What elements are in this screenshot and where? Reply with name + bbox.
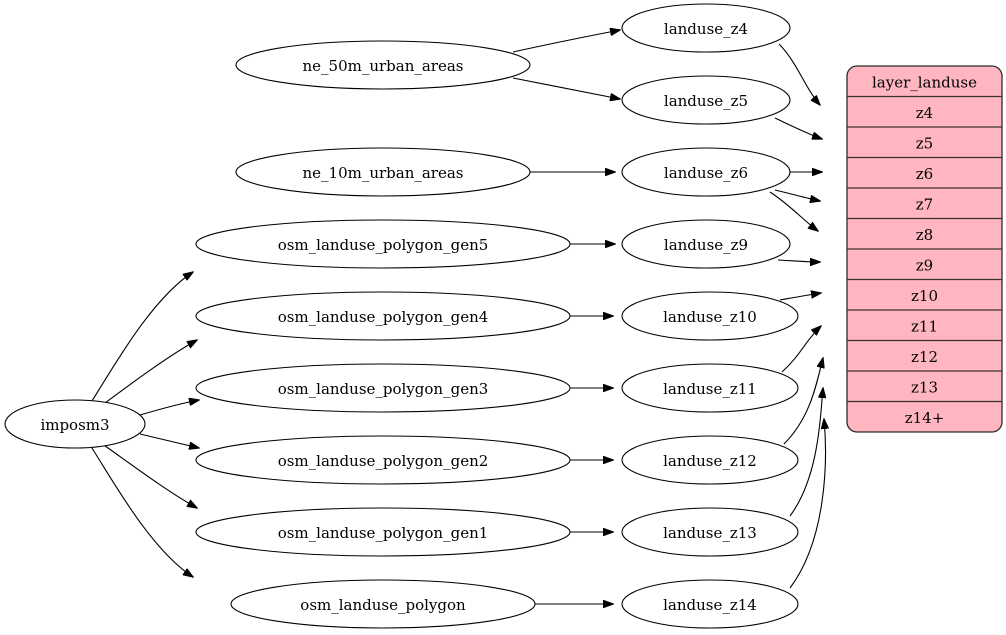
node-label: osm_landuse_polygon: [300, 596, 466, 614]
node-label: landuse_z11: [663, 380, 757, 398]
node-landuse_z10[interactable]: landuse_z10: [621, 291, 799, 341]
table-row-z12[interactable]: z12: [911, 348, 938, 366]
table-row-label: z6: [916, 165, 933, 183]
node-shape: [621, 435, 799, 485]
table-row-z6[interactable]: z6: [916, 165, 933, 183]
table-row-label: z10: [911, 287, 938, 305]
edge-landuse_z6-to-z8: [769, 191, 818, 231]
edge-imposm3-to-osm_landuse_polygon_gen1: [100, 442, 197, 508]
node-landuse_z6[interactable]: landuse_z6: [621, 147, 791, 197]
edge-ne_50m_urban_areas-to-landuse_z4: [512, 30, 620, 53]
layer-landuse-table[interactable]: layer_landuse z4 z5 z6 z7 z8 z9 z10 z11 z12 z13 z14…: [846, 65, 1003, 433]
node-shape: [621, 363, 799, 413]
node-shape: [230, 579, 536, 629]
table-header-label: layer_landuse: [872, 73, 977, 91]
node-ne_10m_urban_areas[interactable]: ne_10m_urban_areas: [235, 147, 531, 197]
nodes-group: imposm3 ne_50m_urban_areas ne_10m_urban_ar…: [4, 3, 799, 629]
edge-ne_50m_urban_areas-to-landuse_z5: [512, 77, 620, 99]
node-shape: [621, 75, 791, 125]
edge-imposm3-to-osm_landuse_polygon_gen2: [139, 433, 199, 448]
node-shape: [621, 219, 791, 269]
node-landuse_z5[interactable]: landuse_z5: [621, 75, 791, 125]
table-row-z7[interactable]: z7: [916, 195, 933, 213]
node-shape: [621, 507, 799, 557]
edge-landuse_z11-to-z11: [781, 326, 821, 373]
node-landuse_z14[interactable]: landuse_z14: [621, 579, 799, 629]
node-shape: [621, 147, 791, 197]
edge-landuse_z14-to-z14: [789, 419, 825, 589]
edge-landuse_z9-to-z9: [777, 260, 820, 262]
node-shape: [621, 291, 799, 341]
node-osm_landuse_polygon_gen4[interactable]: osm_landuse_polygon_gen4: [195, 291, 571, 341]
table-row-z13[interactable]: z13: [911, 378, 938, 396]
edge-imposm3-to-osm_landuse_polygon_gen5: [89, 272, 193, 405]
table-row-z8[interactable]: z8: [916, 226, 933, 244]
node-osm_landuse_polygon_gen1[interactable]: osm_landuse_polygon_gen1: [195, 507, 571, 557]
edge-imposm3-to-osm_landuse_polygon_gen3: [139, 400, 199, 416]
table-row-label: z14+: [905, 409, 945, 427]
node-osm_landuse_polygon[interactable]: osm_landuse_polygon: [230, 579, 536, 629]
node-shape: [195, 291, 571, 341]
node-landuse_z4[interactable]: landuse_z4: [621, 3, 791, 53]
node-label: landuse_z10: [663, 308, 757, 326]
node-osm_landuse_polygon_gen3[interactable]: osm_landuse_polygon_gen3: [195, 363, 571, 413]
edge-landuse_z4-to-z4: [778, 43, 820, 105]
node-shape: [621, 579, 799, 629]
table-row-label: z13: [911, 378, 938, 396]
node-label: landuse_z9: [664, 236, 748, 254]
node-landuse_z12[interactable]: landuse_z12: [621, 435, 799, 485]
node-label: landuse_z13: [663, 524, 757, 542]
node-label: osm_landuse_polygon_gen5: [278, 236, 489, 254]
table-row-label: z5: [916, 134, 933, 152]
edge-landuse_z12-to-z12: [783, 358, 823, 445]
node-shape: [195, 435, 571, 485]
node-landuse_z13[interactable]: landuse_z13: [621, 507, 799, 557]
node-label: landuse_z4: [664, 20, 748, 38]
node-label: landuse_z14: [663, 596, 757, 614]
node-label: landuse_z12: [663, 452, 757, 470]
node-shape: [621, 3, 791, 53]
node-label: osm_landuse_polygon_gen2: [278, 452, 489, 470]
node-label: ne_50m_urban_areas: [302, 57, 463, 75]
table-row-z9[interactable]: z9: [916, 256, 933, 274]
node-shape: [195, 219, 571, 269]
node-shape: [235, 147, 531, 197]
node-label: landuse_z5: [664, 92, 748, 110]
edges-group: [89, 30, 825, 604]
node-osm_landuse_polygon_gen5[interactable]: osm_landuse_polygon_gen5: [195, 219, 571, 269]
node-label: osm_landuse_polygon_gen3: [278, 380, 489, 398]
node-landuse_z11[interactable]: landuse_z11: [621, 363, 799, 413]
table-row-label: z4: [916, 104, 933, 122]
table-row-label: z9: [916, 256, 933, 274]
table-row-label: z7: [916, 195, 933, 213]
table-row-z14[interactable]: z14+: [905, 409, 945, 427]
node-ne_50m_urban_areas[interactable]: ne_50m_urban_areas: [235, 40, 531, 90]
node-shape: [235, 40, 531, 90]
edge-landuse_z13-to-z13: [789, 388, 823, 517]
table-row-z5[interactable]: z5: [916, 134, 933, 152]
table-row-z4[interactable]: z4: [916, 104, 933, 122]
table-row-label: z11: [911, 317, 938, 335]
table-row-z10[interactable]: z10: [911, 287, 938, 305]
node-osm_landuse_polygon_gen2[interactable]: osm_landuse_polygon_gen2: [195, 435, 571, 485]
node-label: osm_landuse_polygon_gen1: [278, 524, 489, 542]
table-row-label: z8: [916, 226, 933, 244]
node-shape: [195, 363, 571, 413]
table-row-label: z12: [911, 348, 938, 366]
table-row-z11[interactable]: z11: [911, 317, 938, 335]
edge-landuse_z6-to-z7: [774, 189, 820, 201]
node-landuse_z9[interactable]: landuse_z9: [621, 219, 791, 269]
edge-imposm3-to-osm_landuse_polygon_gen4: [100, 340, 197, 407]
node-label: imposm3: [40, 416, 109, 434]
node-imposm3[interactable]: imposm3: [4, 399, 146, 449]
node-label: landuse_z6: [664, 164, 748, 182]
node-label: ne_10m_urban_areas: [302, 164, 463, 182]
node-label: osm_landuse_polygon_gen4: [278, 308, 489, 326]
edge-landuse_z5-to-z5: [774, 117, 822, 139]
edge-landuse_z10-to-z10: [779, 293, 821, 301]
node-shape: [195, 507, 571, 557]
edge-imposm3-to-osm_landuse_polygon: [89, 444, 193, 577]
node-shape: [4, 399, 146, 449]
